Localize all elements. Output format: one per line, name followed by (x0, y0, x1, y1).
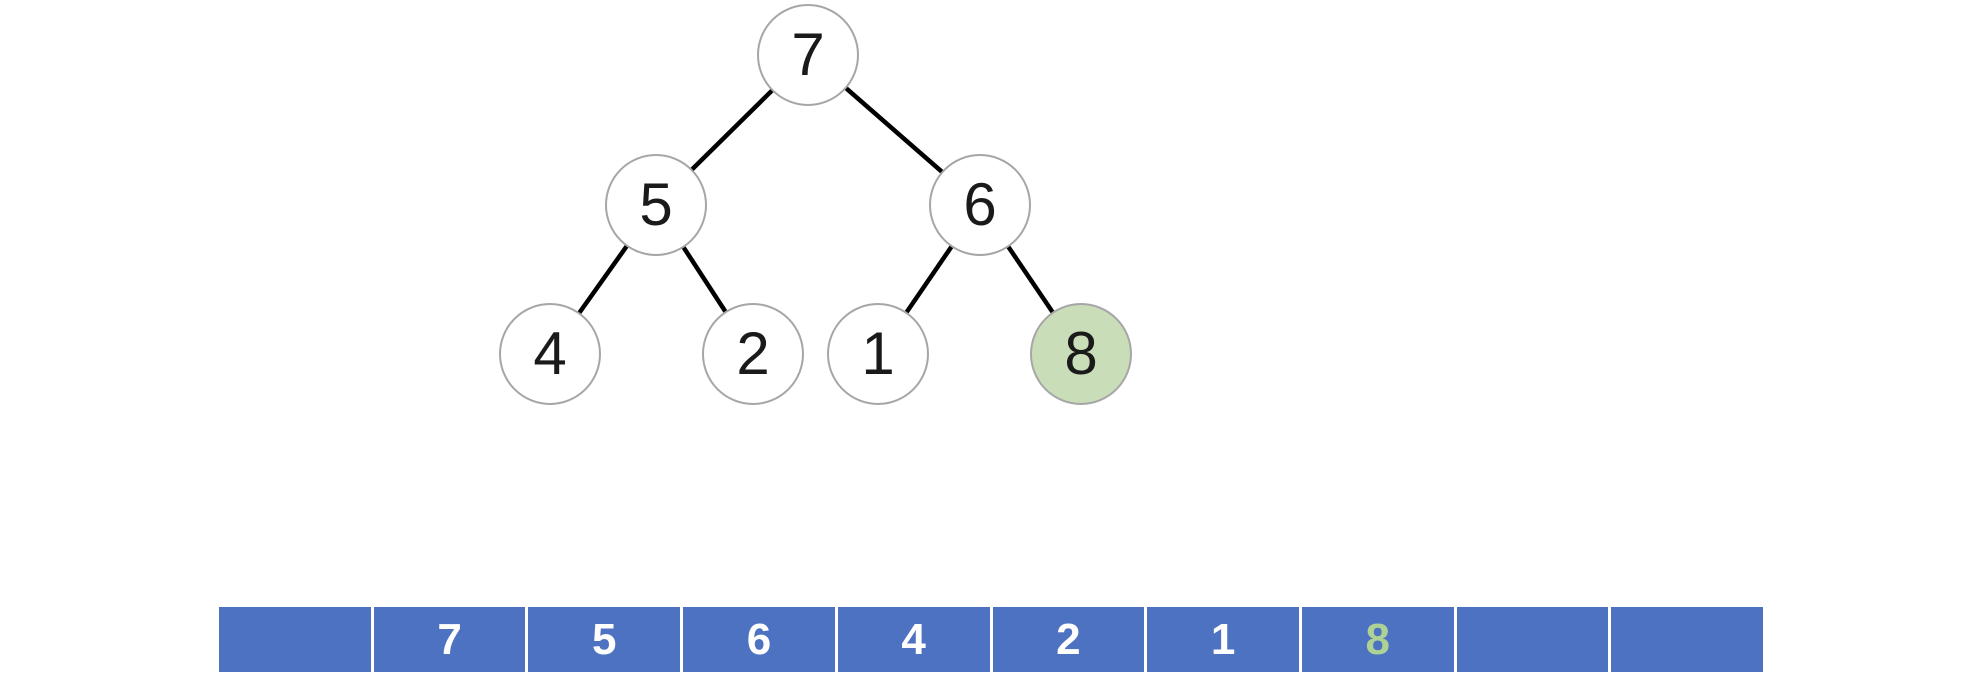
array-cell-3: 6 (683, 607, 835, 672)
array-cell-8 (1456, 607, 1609, 672)
array-cell-1: 7 (373, 607, 526, 672)
array-cell-7-highlighted: 8 (1301, 607, 1454, 672)
array-cell-5: 2 (992, 607, 1145, 672)
tree-node-4: 4 (499, 303, 601, 405)
tree-node-5: 5 (605, 154, 707, 256)
array-cell-0 (219, 607, 371, 672)
array-row: 7 5 6 4 2 1 8 (219, 607, 1764, 672)
array-cell-2: 5 (528, 607, 681, 672)
tree-node-1: 1 (827, 303, 929, 405)
tree-node-6: 6 (929, 154, 1031, 256)
tree-node-2: 2 (702, 303, 804, 405)
array-cell-6: 1 (1147, 607, 1299, 672)
array-cell-4: 4 (837, 607, 990, 672)
array-cell-9 (1611, 607, 1764, 672)
tree-node-7: 7 (757, 4, 859, 106)
tree-node-8-highlighted: 8 (1030, 303, 1132, 405)
